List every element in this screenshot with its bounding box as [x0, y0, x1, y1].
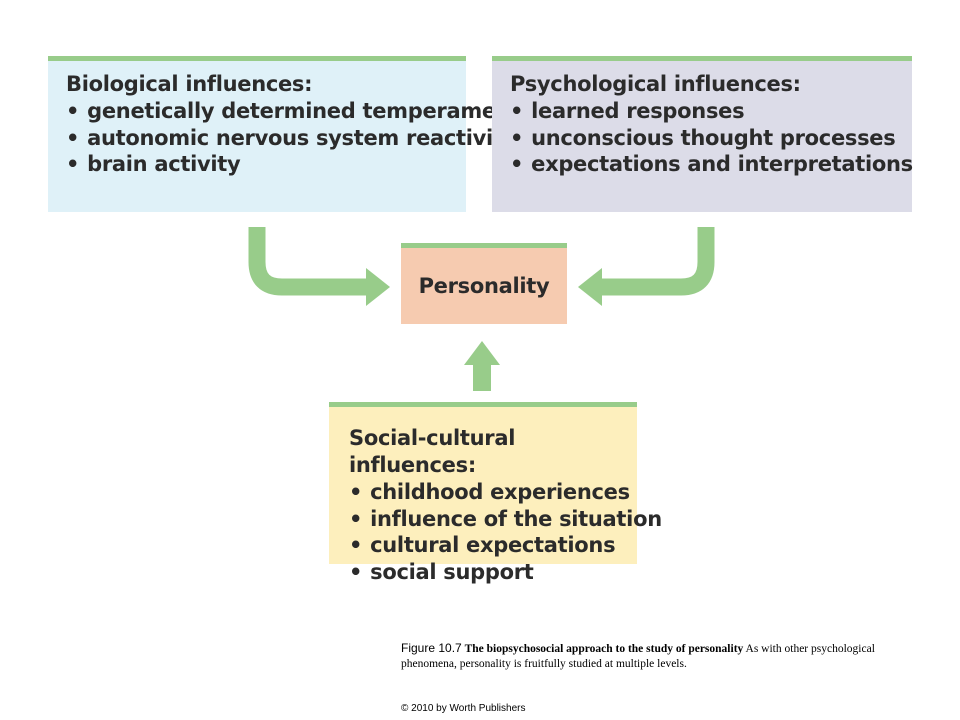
social-item: social support: [349, 559, 637, 586]
psychological-influences-box: Psychological influences: learned respon…: [492, 56, 913, 212]
social-cultural-influences-list: childhood experiences influence of the s…: [349, 479, 662, 586]
biological-influences-title: Biological influences:: [66, 72, 313, 96]
figure-caption-text: As with other psychological phenomena, p…: [401, 643, 875, 670]
figure-title: The biopsychosocial approach to the stud…: [464, 643, 744, 655]
psychological-item: unconscious thought processes: [510, 125, 912, 152]
biological-item: brain activity: [66, 151, 466, 178]
biological-influences-box: Biological influences: genetically deter…: [48, 56, 521, 212]
psychological-influences-list: learned responses unconscious thought pr…: [510, 98, 913, 178]
social-item: cultural expectations: [349, 532, 637, 559]
social-item: influence of the situation: [349, 506, 662, 533]
social-cultural-influences-title: Social-cultural influences:: [349, 426, 516, 477]
up-arrow: [464, 341, 500, 391]
biological-influences-list: genetically determined temperament auton…: [66, 98, 520, 178]
psychological-influences-title: Psychological influences:: [510, 72, 801, 96]
copyright-notice: © 2010 by Worth Publishers: [401, 703, 526, 714]
personality-label: Personality: [418, 274, 550, 298]
biological-item: genetically determined temperament: [66, 98, 520, 125]
social-cultural-influences-box: Social-cultural influences: childhood ex…: [329, 402, 662, 584]
figure-number: Figure 10.7: [401, 641, 462, 655]
social-item: childhood experiences: [349, 479, 637, 506]
psychological-item: expectations and interpretations: [510, 151, 913, 178]
figure-caption: Figure 10.7 The biopsychosocial approach…: [401, 641, 891, 672]
biological-item: autonomic nervous system reactivity: [66, 125, 516, 152]
left-curved-arrow: [248, 227, 390, 306]
psychological-item: learned responses: [510, 98, 912, 125]
personality-box: Personality: [401, 243, 567, 324]
right-curved-arrow: [578, 227, 715, 306]
